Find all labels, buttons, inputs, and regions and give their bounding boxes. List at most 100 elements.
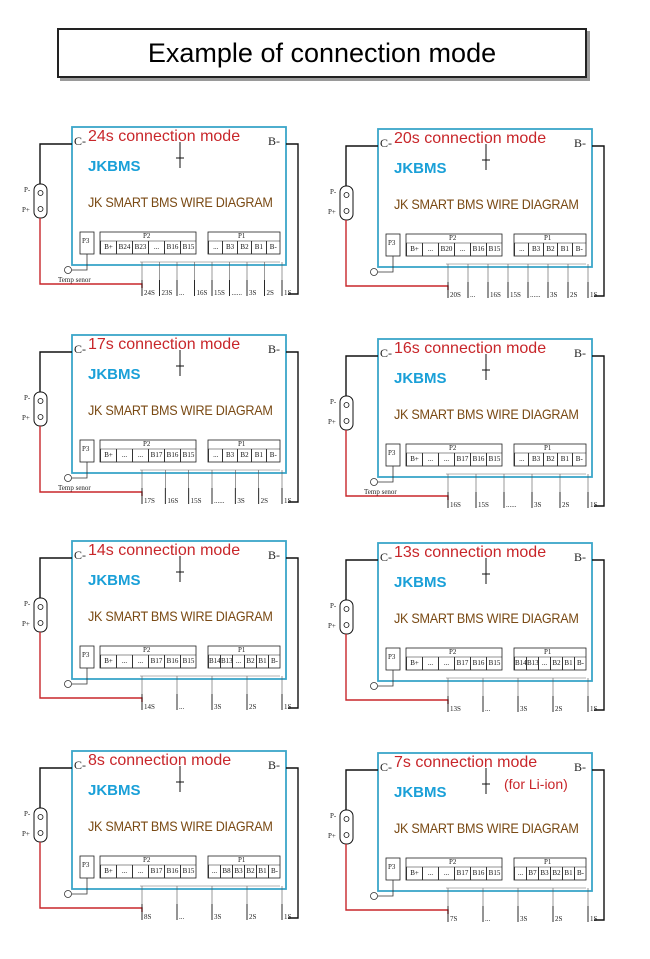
output-wire xyxy=(39,351,72,392)
p1-label: P1 xyxy=(544,234,552,242)
temp-sensor-label: Temp senor xyxy=(58,276,91,284)
board-subtitle: JK SMART BMS WIRE DIAGRAM xyxy=(394,196,579,212)
b-minus-label: B- xyxy=(574,136,586,150)
cell-label: 3S xyxy=(520,705,528,713)
p1-pin: B2 xyxy=(236,241,251,254)
p1-label: P1 xyxy=(544,648,552,656)
p1-pin: ... xyxy=(514,243,528,256)
cell-label: ...... xyxy=(231,289,243,297)
bms-board xyxy=(71,750,287,890)
p1-pin: B- xyxy=(265,241,280,254)
cell-label: 3S xyxy=(534,501,542,509)
p2-pin: B17 xyxy=(148,449,164,462)
b-minus-wire xyxy=(592,559,605,711)
switch-symbol xyxy=(482,144,490,170)
cell-label: 1S xyxy=(590,291,598,299)
brand-logo: JKBMS xyxy=(88,158,141,175)
p-minus-label: P- xyxy=(330,398,337,406)
c-minus-label: C- xyxy=(74,758,86,772)
output-connector xyxy=(33,391,48,427)
p3-label: P3 xyxy=(388,863,396,871)
brand-logo: JKBMS xyxy=(394,574,447,591)
cell-label: ... xyxy=(485,915,491,923)
output-wire xyxy=(39,143,72,184)
bms-board xyxy=(71,334,287,474)
p1-pin: B1 xyxy=(562,657,574,670)
p1-pin: B- xyxy=(571,453,586,466)
switch-symbol xyxy=(482,558,490,584)
p1-pin: ... xyxy=(538,657,550,670)
p2-pin: B+ xyxy=(406,453,422,466)
cell-label: ... xyxy=(179,703,185,711)
cell-label: 1S xyxy=(284,289,292,297)
bms-board xyxy=(377,542,593,682)
p1-pin: B3 xyxy=(528,453,542,466)
p1-label: P1 xyxy=(238,440,246,448)
p2-pin: B+ xyxy=(100,655,116,668)
cell-label: ... xyxy=(485,705,491,713)
p1-pin: ... xyxy=(208,241,222,254)
mode-label: 16s connection mode xyxy=(394,340,547,357)
p1-pin: B2 xyxy=(244,655,256,668)
p1-pin: ... xyxy=(514,867,526,880)
wiring-svg xyxy=(33,334,299,504)
p2-pin: B16 xyxy=(164,865,180,878)
cell-label: 2S xyxy=(249,703,257,711)
p2-pin: ... xyxy=(454,243,470,256)
board-subtitle: JK SMART BMS WIRE DIAGRAM xyxy=(394,820,579,836)
cell-label: 1S xyxy=(284,497,292,505)
p2-label: P2 xyxy=(143,646,151,654)
cell-label: 1S xyxy=(284,913,292,921)
p2-pin: B+ xyxy=(406,243,422,256)
p2-pin: B+ xyxy=(100,865,116,878)
switch-symbol xyxy=(482,768,490,794)
cell-label: 2S xyxy=(555,705,563,713)
p2-pin: ... xyxy=(148,241,164,254)
board-subtitle: JK SMART BMS WIRE DIAGRAM xyxy=(394,406,579,422)
p1-pin: B14 xyxy=(208,655,220,668)
cell-label: 1S xyxy=(284,703,292,711)
p2-pin: ... xyxy=(438,867,454,880)
p3-label: P3 xyxy=(388,239,396,247)
b-minus-label: B- xyxy=(268,758,280,772)
p1-pin: B1 xyxy=(251,241,265,254)
wiring-svg xyxy=(339,128,605,298)
cell-label: ...... xyxy=(214,497,225,505)
p1-pin: ... xyxy=(514,453,528,466)
mode-label: 17s connection mode xyxy=(88,336,241,353)
page-title: Example of connection mode xyxy=(147,37,497,68)
p2-pin: B15 xyxy=(486,657,502,670)
p2-pin: B16 xyxy=(164,655,180,668)
c-minus-label: C- xyxy=(380,550,392,564)
p-plus-label: P+ xyxy=(22,414,30,422)
b-minus-wire xyxy=(286,143,299,295)
output-wire xyxy=(39,767,72,808)
p2-pin: B15 xyxy=(180,449,196,462)
b-minus-wire xyxy=(592,145,605,297)
cell-label: 2S xyxy=(249,913,257,921)
cell-label: 1S xyxy=(590,705,598,713)
c-minus-label: C- xyxy=(74,548,86,562)
b-minus-label: B- xyxy=(268,342,280,356)
output-connector xyxy=(33,807,48,843)
p2-pin: B15 xyxy=(486,243,502,256)
p1-pin: B3 xyxy=(222,449,236,462)
b-minus-wire xyxy=(592,355,605,507)
p2-pin: B+ xyxy=(100,449,116,462)
temp-sensor-icon xyxy=(64,266,72,274)
title-banner: Example of connection mode xyxy=(57,28,587,78)
output-connector xyxy=(339,809,354,845)
temp-sensor-icon xyxy=(370,478,378,486)
p2-label: P2 xyxy=(449,234,457,242)
p2-pin: B17 xyxy=(148,865,164,878)
p2-pin: ... xyxy=(422,243,438,256)
mode-label: 8s connection mode xyxy=(88,752,232,769)
p1-pin: ... xyxy=(208,449,222,462)
output-wire xyxy=(345,355,378,396)
p1-pin: B2 xyxy=(244,865,256,878)
p-plus-label: P+ xyxy=(328,832,336,840)
